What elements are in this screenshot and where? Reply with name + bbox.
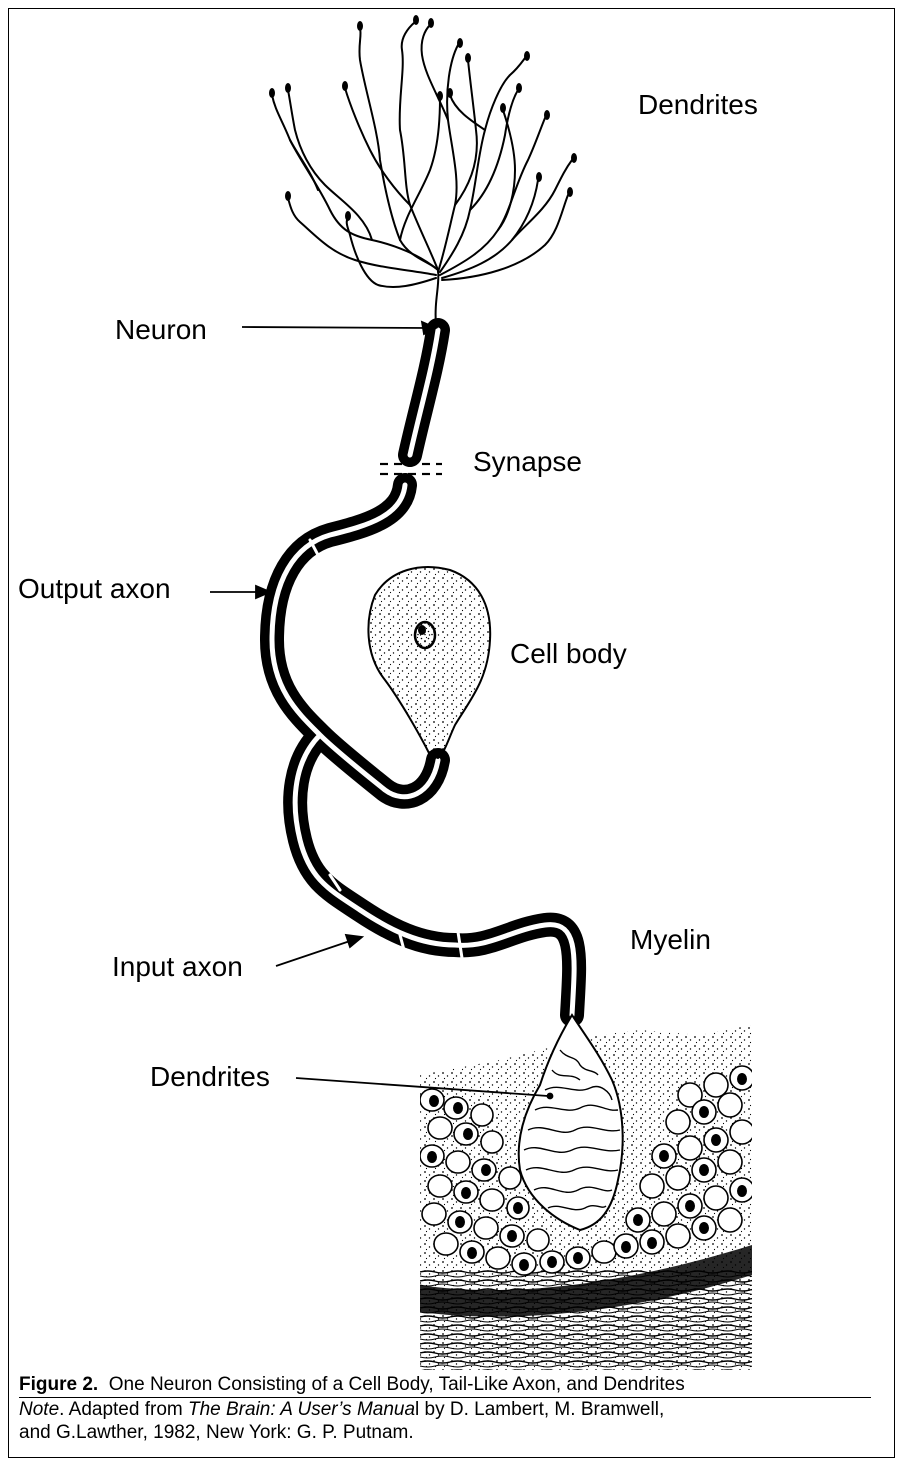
figure-number: Figure 2. <box>19 1374 98 1395</box>
figure-caption: Figure 2. One Neuron Consisting of a Cel… <box>19 1373 879 1444</box>
label-cell-body: Cell body <box>510 638 627 670</box>
note-label: Note <box>19 1399 59 1420</box>
label-synapse: Synapse <box>473 446 582 478</box>
caption-note: Note. Adapted from The Brain: A User’s M… <box>19 1399 664 1420</box>
label-output-axon: Output axon <box>18 573 171 605</box>
cell-body <box>368 567 490 758</box>
figure-title: One Neuron Consisting of a Cell Body, Ta… <box>109 1374 685 1395</box>
source-title: The Brain: A User’s Manua <box>188 1399 415 1420</box>
label-dendrites-bottom: Dendrites <box>150 1061 270 1093</box>
note-text-2: l by D. Lambert, M. Bramwell, <box>415 1399 664 1420</box>
label-arrows <box>210 322 553 1099</box>
dendrite-tips <box>269 15 577 221</box>
label-myelin: Myelin <box>630 924 711 956</box>
label-input-axon: Input axon <box>112 951 243 983</box>
label-dendrites-top: Dendrites <box>638 89 758 121</box>
note-text-1: . Adapted from <box>59 1399 188 1420</box>
label-neuron: Neuron <box>115 314 207 346</box>
caption-title-line: Figure 2. One Neuron Consisting of a Cel… <box>19 1373 871 1398</box>
dendrite-tree <box>272 22 572 325</box>
caption-note-line-2: and G.Lawther, 1982, New York: G. P. Put… <box>19 1422 414 1443</box>
